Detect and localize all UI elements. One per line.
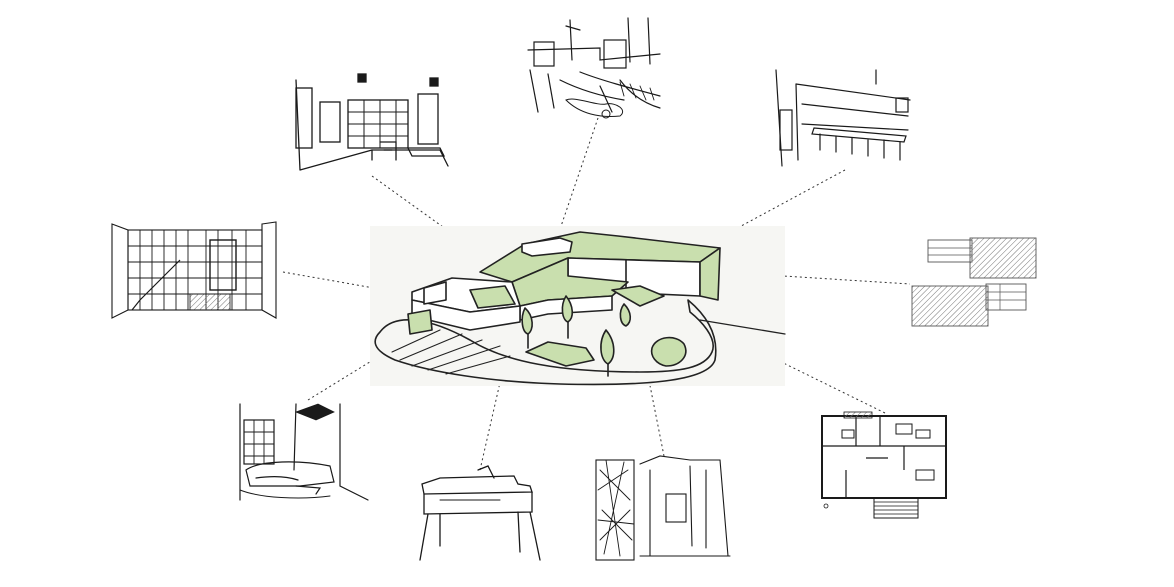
plan-fixture-3 [915, 469, 935, 481]
right-flank [261, 221, 277, 319]
plan-entry-steps [873, 497, 919, 519]
shelving-unit [243, 419, 275, 465]
window-left [779, 109, 793, 151]
garden-path-strokes [529, 69, 661, 113]
shrub-bed [565, 98, 624, 117]
left-wing-side [407, 309, 433, 335]
plan-outer-walls [821, 415, 947, 499]
left-window [295, 87, 313, 149]
plant-hatching [619, 81, 655, 101]
left-house-window [533, 41, 555, 67]
ground-outline [374, 299, 717, 386]
wall-bands [801, 103, 909, 131]
porch-roof [611, 285, 665, 307]
facade-study-4 [985, 283, 1027, 311]
room-perspective-lines [295, 79, 449, 171]
house-massing-sketch [370, 226, 786, 386]
vignette-garden-exterior [527, 17, 661, 119]
left-flank [111, 223, 129, 319]
horizontal-grid [128, 245, 262, 295]
artwork-panel [595, 459, 635, 561]
desk-back-panel [477, 465, 495, 479]
left-wing-chimney [423, 281, 447, 305]
connector-garden-exterior [557, 117, 599, 236]
facade-study-1 [927, 239, 973, 263]
desk-top [421, 475, 533, 495]
plan-north-marker [823, 503, 829, 509]
plan-stair-top [843, 411, 873, 419]
tree-3 [619, 303, 632, 327]
vignette-staircase-elevation [111, 221, 277, 319]
connector-writing-desk [479, 329, 513, 471]
shelf-grid [347, 99, 409, 149]
facade-study-3 [911, 285, 989, 327]
corridor-doorway [665, 493, 687, 523]
vertical-grid [139, 230, 247, 310]
connector-dining-hall [692, 169, 846, 253]
trees [565, 17, 651, 65]
pendant-lamp-left [357, 73, 367, 83]
sofa [245, 461, 335, 487]
counter [406, 147, 446, 157]
plan-fixture-2 [895, 423, 913, 435]
ground-line-right [699, 319, 786, 335]
pendant-lamp-right [429, 77, 439, 87]
lawn-patch-left [525, 341, 595, 367]
doorway [209, 239, 237, 291]
roof-lightbox [521, 237, 573, 257]
sofa-cushions-and-table [255, 476, 322, 495]
chair [371, 141, 397, 161]
shelving-grid [243, 419, 275, 465]
door-opening [319, 101, 341, 143]
plan-fixture-4 [841, 429, 855, 439]
corridor-ceiling [639, 455, 729, 557]
plan-step-lines [874, 501, 918, 515]
plan-interior-walls [822, 416, 946, 498]
hall-structure [775, 69, 911, 167]
vignette-kitchen-shelving [295, 73, 449, 171]
rug-edge [239, 489, 331, 499]
roofline [527, 47, 661, 61]
vignette-dining-hall [775, 69, 911, 167]
left-wing-roof-green [469, 285, 516, 309]
room-walls [239, 403, 369, 501]
lawn-patch-right [650, 336, 687, 367]
facade-study-4-lines [986, 284, 1026, 310]
table-chairs [819, 133, 901, 161]
floor-tiles [189, 293, 231, 311]
vignette-living-room-sofa [239, 403, 369, 501]
upper-wing-end [699, 247, 721, 301]
facade-study-2 [969, 237, 1037, 279]
corridor-verticals [649, 465, 707, 557]
ceiling-beam [294, 403, 335, 421]
vignette-corridor-artwork [595, 455, 731, 561]
facade-study-1-lines [928, 247, 972, 256]
plan-fixture-1 [915, 429, 931, 439]
wall-art [895, 97, 909, 113]
stair-run [131, 259, 181, 311]
stepping-stone [601, 109, 611, 119]
vignette-floor-plan [821, 411, 947, 519]
long-table [811, 127, 907, 143]
ground-hatch-strokes [391, 329, 511, 375]
desk-apron [423, 491, 533, 515]
vignette-writing-desk [419, 465, 541, 561]
vignette-facade-studies [911, 237, 1037, 327]
right-house-window [603, 39, 627, 69]
right-window [417, 93, 439, 145]
artwork-scribble [597, 459, 635, 557]
desk-legs [419, 511, 541, 561]
